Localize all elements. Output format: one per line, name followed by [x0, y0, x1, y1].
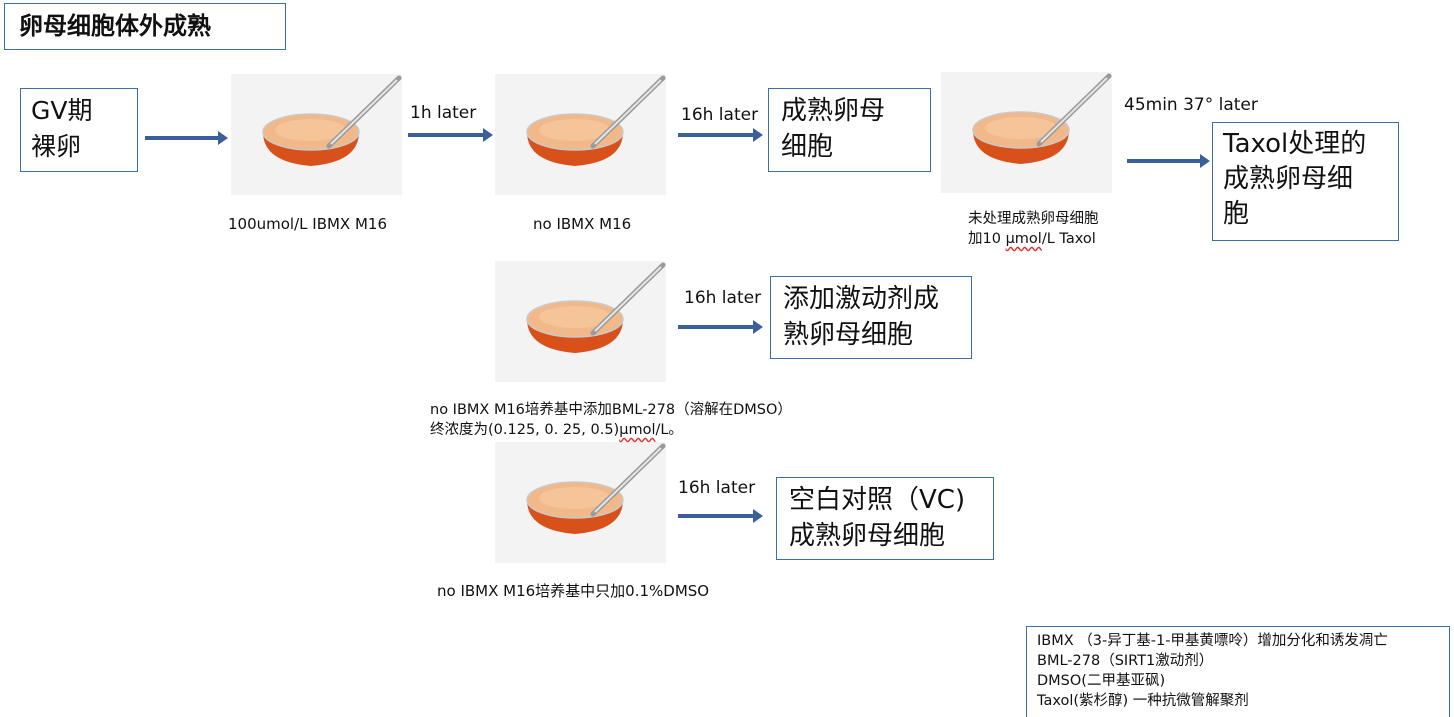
- taxol-oocyte-label: Taxol处理的 成熟卵母细 胞: [1223, 129, 1367, 229]
- arrow-dish5-to-vc: [678, 509, 763, 523]
- gv-oocyte-label: GV期 裸卵: [31, 96, 93, 161]
- dish3-caption: 未处理成熟卵母细胞 加10 μmol/L Taxol: [968, 209, 1099, 249]
- mature-oocyte-label: 成熟卵母 细胞: [781, 96, 886, 162]
- petri-dish-image-1: [231, 74, 402, 195]
- dish3-caption-unit: μmol: [1005, 231, 1042, 247]
- petri-dish-image-3: [941, 72, 1112, 193]
- dish4-caption-unit: μmol: [619, 422, 656, 438]
- dish3-caption-post: /L Taxol: [1041, 231, 1096, 247]
- arrow-label-16h-top: 16h later: [681, 105, 759, 125]
- petri-dish-image-4: [495, 261, 666, 382]
- petri-dish-image-2: [495, 74, 666, 195]
- dish4-caption-pre: 终浓度为(0.125, 0. 25, 0.5): [430, 422, 620, 438]
- arrow-label-1h: 1h later: [410, 103, 477, 123]
- dish3-caption-line1: 未处理成熟卵母细胞: [968, 211, 1099, 227]
- petri-dish-icon: [495, 74, 666, 195]
- agonist-oocyte-label: 添加激动剂成 熟卵母细胞: [783, 284, 940, 350]
- agonist-oocyte-box: 添加激动剂成 熟卵母细胞: [770, 276, 972, 359]
- vc-oocyte-label: 空白对照（VC) 成熟卵母细胞: [789, 485, 966, 551]
- dish1-caption: 100umol/L IBMX M16: [228, 215, 388, 233]
- petri-dish-icon: [941, 72, 1112, 193]
- mature-oocyte-box: 成熟卵母 细胞: [768, 88, 931, 172]
- petri-dish-image-5: [495, 442, 666, 563]
- arrow-label-16h-bottom: 16h later: [678, 478, 756, 498]
- page-title: 卵母细胞体外成熟: [4, 3, 286, 50]
- dish3-caption-pre: 加10: [968, 231, 1006, 247]
- petri-dish-icon: [495, 261, 666, 382]
- legend-item-bml278: BML-278（SIRT1激动剂）: [1037, 653, 1214, 669]
- arrow-label-16h-mid: 16h later: [684, 288, 762, 308]
- dish2-caption: no IBMX M16: [533, 215, 632, 233]
- dish4-caption-line1: no IBMX M16培养基中添加BML-278（溶解在DMSO）: [430, 402, 792, 418]
- petri-dish-icon: [495, 442, 666, 563]
- dish3-caption-line2: 加10 μmol/L Taxol: [968, 229, 1099, 249]
- arrow-dish4-to-agonist: [678, 320, 763, 334]
- legend-item-taxol: Taxol(紫杉醇) 一种抗微管解聚剂: [1037, 693, 1249, 709]
- arrow-dish2-to-mature: [678, 128, 763, 142]
- arrow-dish1-to-dish2: [408, 128, 493, 142]
- legend-item-dmso: DMSO(二甲基亚砜): [1037, 673, 1166, 689]
- dish5-caption: no IBMX M16培养基中只加0.1%DMSO: [437, 582, 710, 600]
- legend-item-ibmx: IBMX （3-异丁基-1-甲基黄嘌呤）增加分化和诱发凋亡: [1037, 633, 1388, 649]
- taxol-oocyte-box: Taxol处理的 成熟卵母细 胞: [1212, 122, 1399, 241]
- arrow-gv-to-dish1: [145, 131, 228, 145]
- gv-oocyte-box: GV期 裸卵: [20, 88, 138, 172]
- dish4-caption: no IBMX M16培养基中添加BML-278（溶解在DMSO） 终浓度为(0…: [430, 400, 792, 440]
- vc-oocyte-box: 空白对照（VC) 成熟卵母细胞: [776, 477, 994, 560]
- petri-dish-icon: [231, 74, 402, 195]
- arrow-dish3-to-taxol: [1127, 154, 1210, 168]
- dish4-caption-post: /L。: [655, 422, 683, 438]
- abbreviation-legend: IBMX （3-异丁基-1-甲基黄嘌呤）增加分化和诱发凋亡 BML-278（SI…: [1026, 626, 1450, 717]
- arrow-label-45min: 45min 37° later: [1124, 95, 1258, 115]
- dish4-caption-line2: 终浓度为(0.125, 0. 25, 0.5)μmol/L。: [430, 420, 792, 440]
